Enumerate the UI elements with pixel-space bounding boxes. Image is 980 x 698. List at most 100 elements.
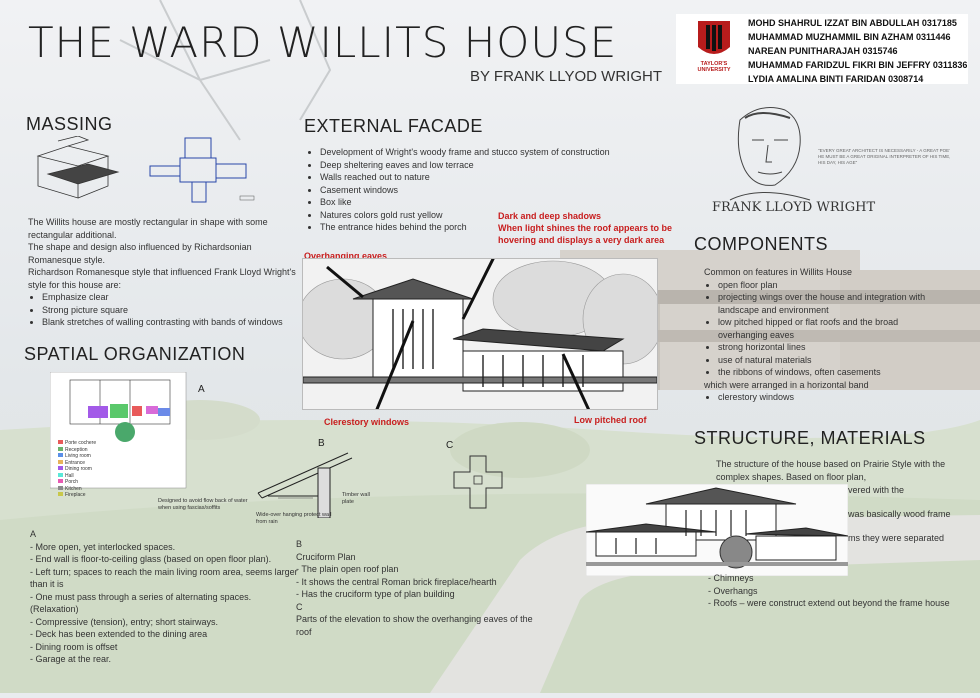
team-info-box: TAYLOR'S UNIVERSITY MOHD SHAHRUL IZZAT B… (676, 14, 968, 84)
legend-item: Kitchen (58, 485, 96, 493)
components-bullet: the ribbons of windows, often casements (718, 366, 944, 379)
facade-bullet: The entrance hides behind the porch (320, 221, 636, 234)
section-a-item: - Dining room is offset (30, 641, 118, 652)
poster-title: THE WARD WILLITS HOUSE (28, 18, 618, 67)
structure-fragment: vered with the (848, 485, 905, 495)
massing-para: The shape and design also influenced by … (28, 242, 252, 265)
components-text: Common on features in Willits House open… (704, 266, 944, 404)
legend-swatch (58, 485, 63, 490)
spatial-plan-diagram (49, 371, 190, 492)
structure-fragment: was basically wood frame (848, 509, 951, 519)
legend-swatch (58, 472, 63, 477)
legend-swatch (58, 466, 63, 470)
structure-fragment: ms they were separated (848, 533, 945, 543)
section-b-item: - It shows the central Roman brick firep… (296, 576, 497, 587)
legend-item: Entrance (58, 459, 96, 467)
facade-bullet: Development of Wright's woody frame and … (320, 146, 636, 159)
facade-bullets: Development of Wright's woody frame and … (306, 146, 636, 234)
svg-text:"EVERY GREAT ARCHITECT IS NECE: "EVERY GREAT ARCHITECT IS NECESSARILY - … (818, 148, 950, 153)
facade-bullet: Deep sheltering eaves and low terrace (320, 159, 636, 172)
components-bullet: projecting wings over the house and inte… (718, 291, 944, 316)
legend-swatch (58, 479, 63, 483)
house-perspective-sketch (585, 483, 849, 577)
section-b-c-text: B Cruciform Plan - The plain open roof p… (296, 538, 536, 638)
section-c-text: Parts of the elevation to show the overh… (296, 614, 533, 637)
section-a-item: - More open, yet interlocked spaces. (30, 541, 176, 552)
team-member: LYDIA AMALINA BINTI FARIDAN 0308714 (748, 74, 924, 84)
team-member: NAREAN PUNITHARAJAH 0315746 (748, 46, 898, 56)
cruciform-plan-diagram (448, 452, 508, 512)
facade-bullet: Walls reached out to nature (320, 171, 636, 184)
massing-text: The Willits house are mostly rectangular… (28, 216, 298, 329)
legend-swatch (58, 440, 63, 444)
components-heading: COMPONENTS (694, 234, 829, 254)
facade-bullet: Box like (320, 196, 636, 209)
massing-bullet: Blank stretches of walling contrasting w… (42, 316, 298, 329)
section-a-item: - Deck has been extended to the dining a… (30, 629, 208, 639)
annotation-shadow-title: Dark and deep shadows (498, 211, 602, 221)
massing-floor-plan (140, 136, 260, 206)
section-a-item: - Left turn; spaces to reach the main li… (30, 566, 298, 590)
section-b-title: B (296, 539, 303, 549)
team-member: MOHD SHAHRUL IZZAT BIN ABDULLAH 0317185 (748, 18, 957, 28)
spatial-heading: SPATIAL ORGANIZATION (24, 344, 246, 364)
legend-swatch (58, 492, 63, 496)
section-a-title: A (30, 529, 37, 539)
massing-heading: MASSING (26, 114, 113, 134)
legend-item: Fireplace (58, 492, 96, 499)
poster-subtitle: BY FRANK LLYOD WRIGHT (470, 68, 662, 85)
team-member: MUHAMMAD MUZHAMMIL BIN AZHAM 0311446 (748, 32, 951, 42)
structure-heading: STRUCTURE, MATERIALS (694, 428, 926, 448)
annotation-clerestory: Clerestory windows (324, 417, 410, 427)
note-timber: Timber wall plate (342, 492, 370, 505)
massing-para: Richardson Romanesque style that influen… (28, 267, 296, 290)
massing-bullet: Strong picture square (42, 304, 298, 317)
components-bullet: use of natural materials (718, 354, 944, 367)
legend-item: Hall (58, 472, 96, 480)
massing-3d-diagram (28, 135, 128, 208)
components-bullet: low pitched hipped or flat roofs and the… (718, 316, 944, 341)
label-a: A (198, 384, 205, 395)
legend-swatch (58, 453, 63, 457)
section-b-item: - Has the cruciform type of plan buildin… (296, 589, 455, 599)
section-b-item: - The plain open roof plan (296, 564, 399, 574)
legend-item: Living room (58, 453, 96, 460)
annotation-shadow-text: When light shines the roof appears to be… (498, 223, 673, 245)
annotation-shadow: Dark and deep shadows When light shines … (498, 210, 708, 246)
massing-bullet: Emphasize clear (42, 291, 298, 304)
legend-swatch (58, 446, 63, 451)
note-eaves: Designed to avoid flow back of water whe… (158, 498, 248, 511)
annotation-low-roof: Low pitched roof (574, 415, 647, 425)
legend-item: Porte cochere (58, 440, 96, 447)
svg-text:HE MUST BE A GREAT ORIGINAL IN: HE MUST BE A GREAT ORIGINAL INTERPRETER … (818, 154, 950, 159)
wright-portrait-sketch: "EVERY GREAT ARCHITECT IS NECESSARILY - … (700, 100, 953, 210)
structure-item: - Overhangs (708, 585, 758, 596)
label-c: C (446, 440, 454, 451)
components-bullet: open floor plan (718, 279, 944, 292)
legend-item: Reception (58, 446, 96, 454)
structure-item: - Chimneys (708, 573, 754, 583)
eaves-section-diagram (248, 448, 368, 519)
components-continuation: which were arranged in a horizontal band (704, 379, 869, 390)
massing-para: The Willits house are mostly rectangular… (28, 217, 268, 240)
section-a-item: - End wall is floor-to-ceiling glass (ba… (30, 554, 272, 564)
section-b-heading: Cruciform Plan (296, 551, 356, 562)
components-bullet: clerestory windows (718, 391, 944, 404)
facade-heading: EXTERNAL FACADE (304, 116, 483, 136)
legend-swatch (58, 459, 63, 464)
university-name: TAYLOR'S UNIVERSITY (697, 61, 731, 73)
label-b: B (318, 438, 325, 449)
university-logo: TAYLOR'S UNIVERSITY (684, 17, 744, 81)
section-a-item: - Garage at the rear. (30, 654, 112, 664)
section-c-title: C (296, 601, 303, 612)
structure-item: - Roofs – were construct extend out beyo… (708, 598, 950, 608)
legend-item: Porch (58, 479, 96, 486)
team-member-list: MOHD SHAHRUL IZZAT BIN ABDULLAH 0317185 … (748, 16, 967, 86)
note-hanging: Wide-over hanging protect wall from rain (256, 512, 332, 525)
structure-bullet: The structure of the house based on Prai… (716, 459, 946, 482)
legend-item: Dining room (58, 466, 96, 473)
annotation-eaves: Overhanging eaves (304, 251, 388, 261)
facade-elevation-sketch (297, 248, 664, 420)
components-bullet: strong horizontal lines (718, 341, 944, 354)
portrait-caption: FRANK LLOYD WRIGHT (712, 200, 876, 215)
